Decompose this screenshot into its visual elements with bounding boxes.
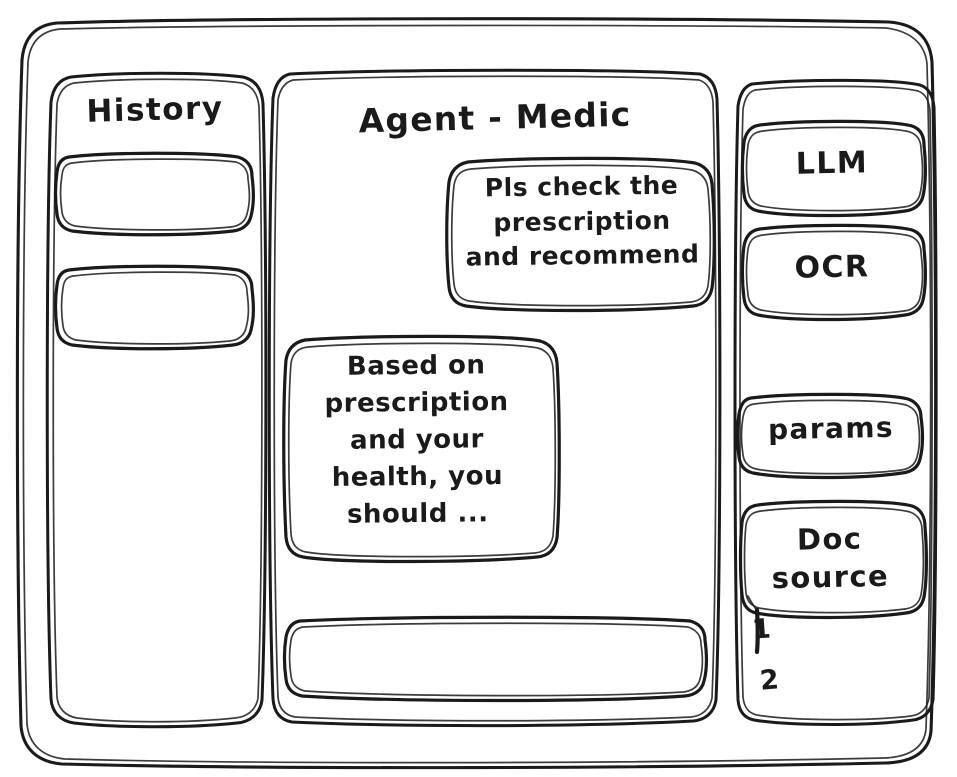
tool-llm-button[interactable]: LLM (795, 145, 869, 182)
message-input[interactable] (284, 617, 706, 699)
user-message-text: Pls check the prescription and recommend (465, 170, 700, 272)
params-button[interactable]: params (767, 410, 895, 447)
history-panel-title: History (85, 90, 225, 130)
doc-source-entry-1[interactable]: 1 (750, 613, 772, 646)
doc-source-entry-2[interactable]: 2 (758, 664, 781, 697)
agent-panel-title: Agent - Medic (358, 94, 632, 141)
assistant-message-text: Based on prescription and your health, y… (324, 350, 509, 530)
history-item-2[interactable] (55, 266, 255, 350)
tool-ocr-button[interactable]: OCR (794, 249, 870, 286)
history-item-1[interactable] (55, 153, 255, 235)
doc-source-button[interactable]: Doc source (771, 521, 890, 595)
